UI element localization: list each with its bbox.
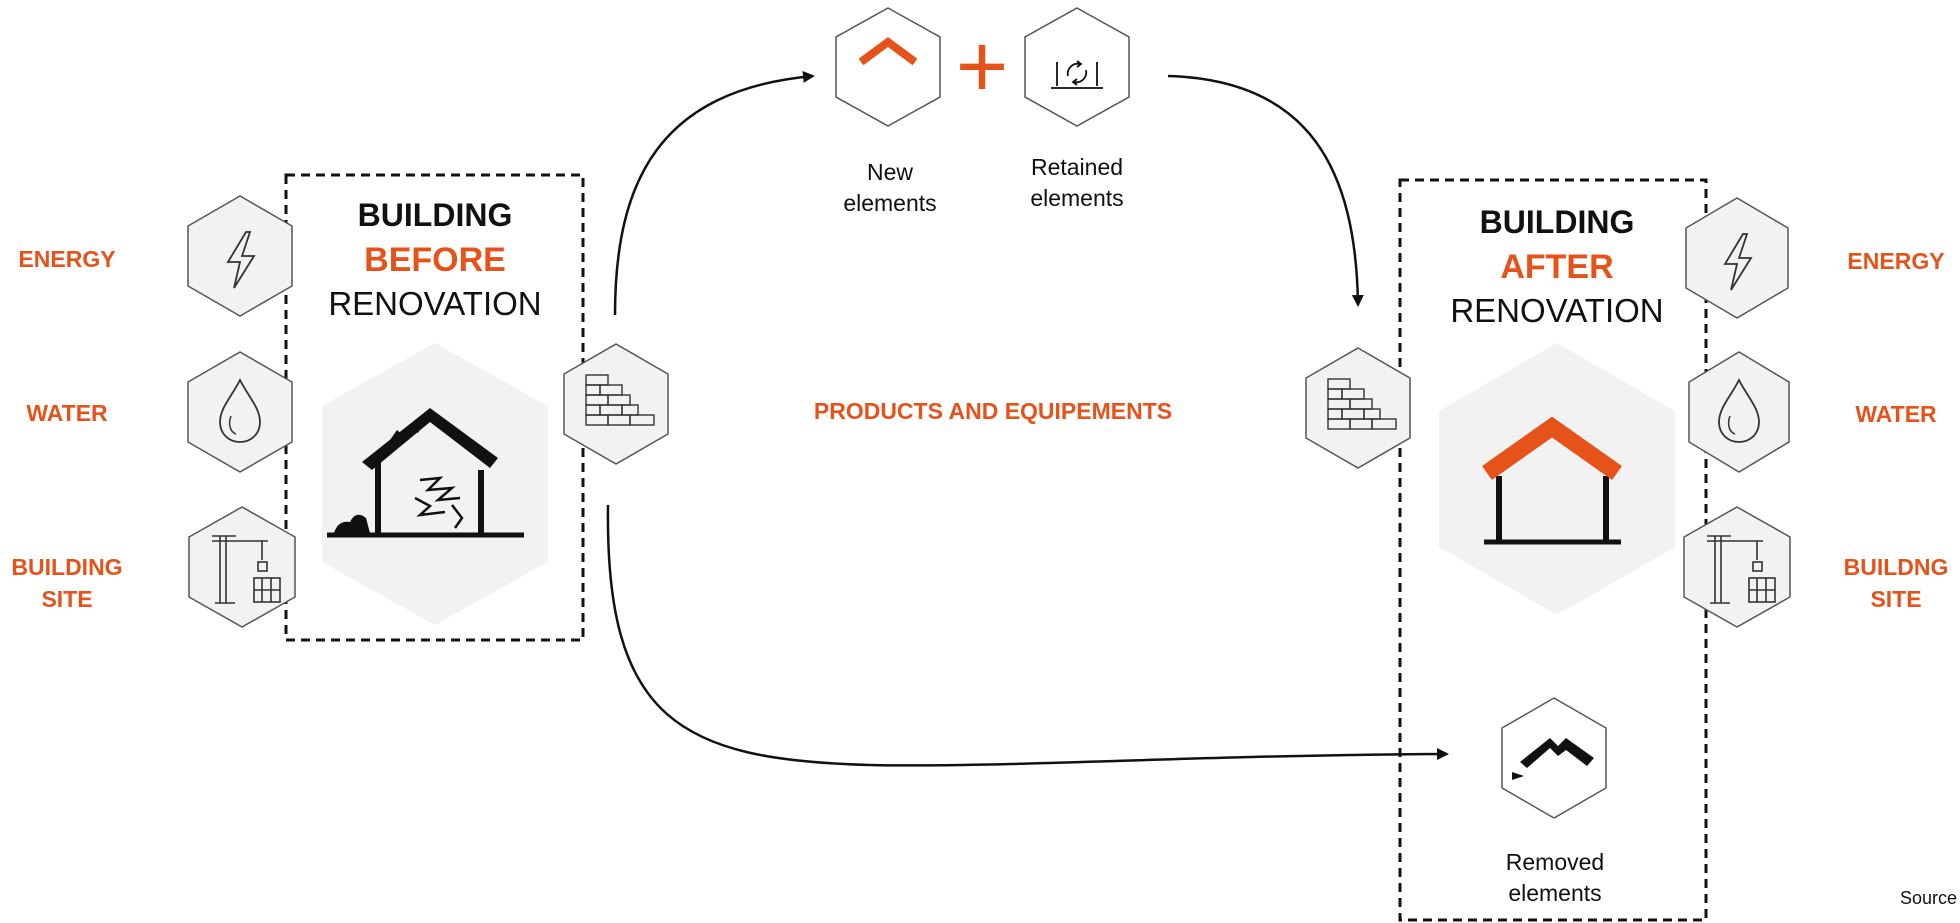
after-house-hexagon bbox=[1439, 343, 1675, 615]
left-water-hexagon bbox=[187, 351, 293, 473]
brick-wall-icon bbox=[1327, 378, 1397, 430]
left-energy-hexagon bbox=[187, 195, 293, 317]
new-elements-label-line2: elements bbox=[843, 190, 936, 216]
arrow-to-removed-elements bbox=[606, 504, 1449, 767]
brick-wall-icon bbox=[585, 374, 655, 426]
damaged-house-icon bbox=[327, 408, 524, 538]
right-water-hexagon bbox=[1688, 351, 1790, 473]
new-roof-icon bbox=[858, 37, 918, 66]
left-energy-label: ENERGY bbox=[18, 246, 115, 272]
water-drop-icon bbox=[219, 377, 261, 443]
arrow-to-after-building bbox=[1167, 74, 1364, 307]
new-house-icon bbox=[1482, 416, 1622, 545]
water-drop-icon bbox=[1718, 377, 1760, 443]
products-equipements-label: PRODUCTS AND EQUIPEMENTS bbox=[814, 398, 1172, 424]
removed-elements-hexagon bbox=[1501, 697, 1607, 819]
after-title-line1: BUILDING bbox=[1480, 204, 1635, 240]
retained-cycle-icon bbox=[1051, 60, 1103, 89]
left-site-label-line2: SITE bbox=[41, 586, 92, 612]
plus-sign: + bbox=[956, 17, 1009, 117]
right-energy-hexagon bbox=[1685, 197, 1789, 319]
arrow-to-new-elements bbox=[613, 70, 815, 316]
left-site-hexagon bbox=[188, 506, 296, 628]
right-site-label-line1: BUILDNG bbox=[1844, 554, 1949, 580]
retained-elements-hexagon bbox=[1024, 7, 1130, 127]
left-site-label-line1: BUILDING bbox=[11, 554, 122, 580]
before-products-hexagon bbox=[563, 343, 669, 465]
left-water-label: WATER bbox=[26, 400, 108, 426]
before-title-line2: BEFORE bbox=[364, 241, 506, 279]
removed-roof-icon bbox=[1512, 738, 1594, 780]
right-water-label: WATER bbox=[1855, 401, 1937, 427]
new-elements-hexagon bbox=[835, 7, 941, 127]
after-products-hexagon bbox=[1305, 347, 1411, 469]
retained-elements-label-line1: Retained bbox=[1031, 154, 1123, 180]
crane-icon bbox=[1707, 535, 1776, 604]
removed-elements-label-line2: elements bbox=[1508, 880, 1601, 906]
before-title-line3: RENOVATION bbox=[328, 285, 541, 322]
lightning-icon bbox=[1723, 233, 1753, 291]
after-title-line2: AFTER bbox=[1500, 248, 1613, 286]
before-title-line1: BUILDING bbox=[358, 197, 513, 233]
after-title-line3: RENOVATION bbox=[1450, 292, 1663, 329]
right-energy-label: ENERGY bbox=[1847, 248, 1944, 274]
removed-elements-label-line1: Removed bbox=[1506, 849, 1604, 875]
new-elements-label-line1: New bbox=[867, 159, 913, 185]
crane-icon bbox=[212, 535, 281, 604]
lightning-icon bbox=[226, 231, 256, 289]
retained-elements-label-line2: elements bbox=[1030, 185, 1123, 211]
right-site-label-line2: SITE bbox=[1870, 586, 1921, 612]
source-note: Source bbox=[1900, 888, 1957, 908]
right-site-hexagon bbox=[1683, 506, 1791, 628]
